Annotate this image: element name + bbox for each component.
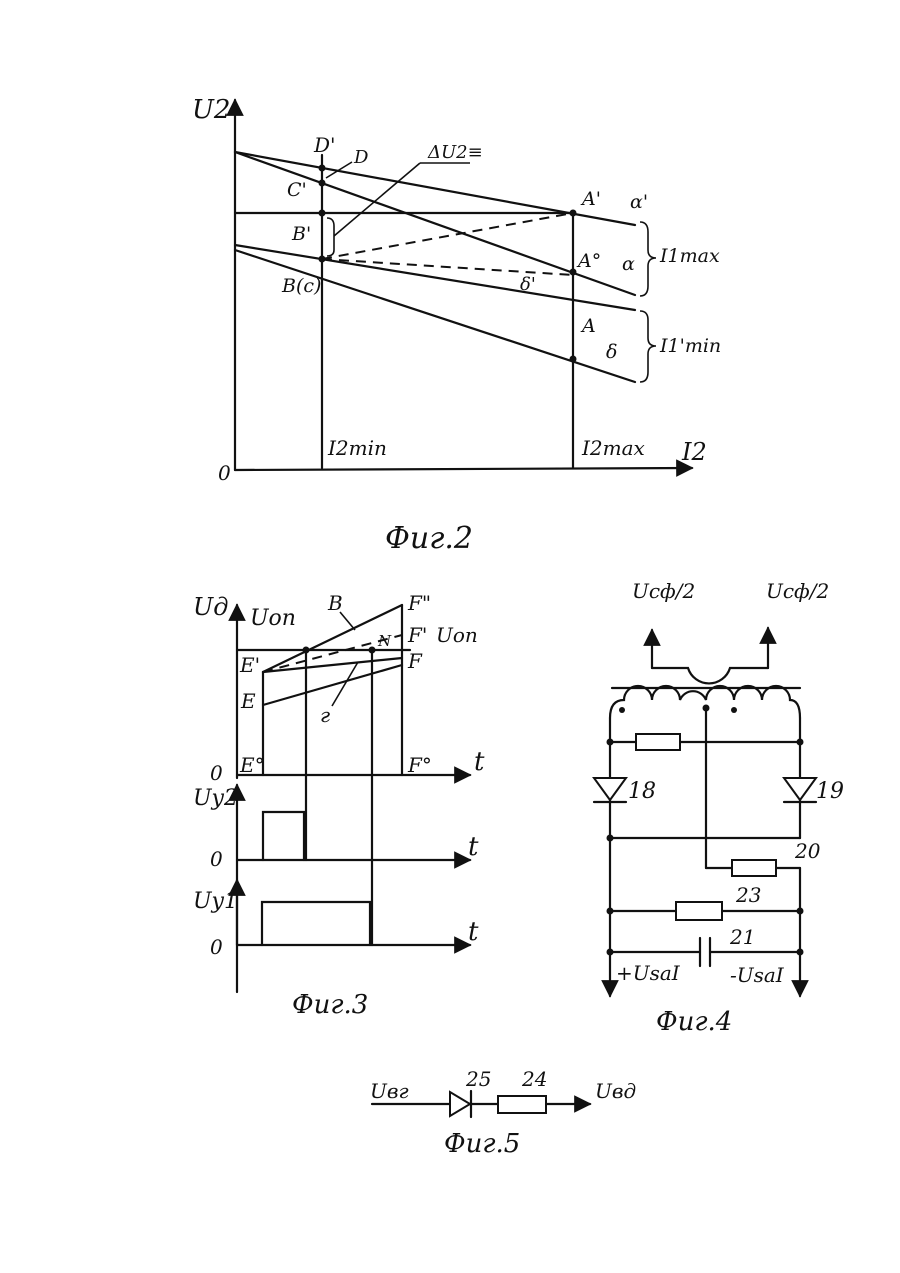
- fig2-y-axis-label: U2: [192, 95, 230, 125]
- fig4-junction: [607, 739, 614, 746]
- fig2-bracket-lower: [640, 311, 656, 382]
- fig4-label-19: 19: [816, 779, 844, 804]
- fig2-label-i2min: I2min: [327, 436, 387, 460]
- figure-3: Uд t 0 Uon B F" F' Uon F F° E' E E° N г …: [193, 591, 485, 1020]
- fig4-label-right-in: Ucф/2: [766, 579, 829, 603]
- fig5-resistor-24: [498, 1096, 546, 1113]
- fig2-point-c-prime: [319, 180, 326, 187]
- figure-2: U2 I2 0 D' D C' B' B(c) A': [192, 95, 721, 556]
- fig2-label-i2max: I2max: [581, 436, 645, 460]
- fig4-label-out-minus: -UsaI: [730, 963, 785, 987]
- fig2-point-a-prime: [570, 210, 577, 217]
- fig4-junction: [703, 705, 710, 712]
- fig3-p2-y-label: Uy2: [193, 786, 238, 811]
- fig5-caption: Фиг.5: [444, 1129, 520, 1159]
- fig3-p3-t-label: t: [468, 917, 479, 947]
- fig3-label-e0: E°: [239, 753, 265, 777]
- fig2-label-alpha-prime: α': [630, 191, 648, 213]
- fig2-label-a-deg: A°: [576, 250, 601, 272]
- fig4-junction: [607, 949, 614, 956]
- fig3-caption: Фиг.3: [292, 990, 368, 1020]
- fig2-label-i1min: I1'min: [659, 335, 721, 357]
- fig2-label-delta-b: δ': [520, 274, 536, 295]
- fig2-dashed-to-a-prime: [322, 213, 573, 259]
- fig4-junction: [797, 739, 804, 746]
- fig4-label-23: 23: [735, 883, 761, 907]
- fig3-label-f0: F°: [407, 753, 432, 777]
- fig2-delta-u-leader: [334, 163, 420, 236]
- fig4-resistor-20: [732, 860, 776, 876]
- fig3-p1-zero: 0: [210, 761, 223, 785]
- fig2-bracket-upper: [640, 222, 656, 296]
- fig3-p3-y-label: Uy1: [193, 889, 238, 914]
- fig3-label-b: B: [327, 591, 343, 615]
- fig5-diode-25: [450, 1092, 470, 1116]
- fig5-label-25: 25: [465, 1067, 491, 1091]
- fig2-label-b-prime: B': [291, 223, 311, 245]
- fig3-label-uon-right: Uon: [436, 623, 478, 647]
- fig4-caption: Фиг.4: [656, 1007, 732, 1037]
- fig3-label-f2: F": [407, 591, 431, 615]
- fig3-pulse-uy1: [262, 902, 370, 945]
- fig2-point-d: [319, 165, 326, 172]
- fig4-diode-18: [594, 778, 626, 800]
- figure-4: Ucф/2 Ucф/2 18 19 20 23: [594, 579, 844, 1037]
- fig2-point-b-c: [319, 256, 326, 263]
- fig3-p1-t-label: t: [474, 747, 485, 777]
- fig2-label-b-c: B(c): [281, 275, 321, 297]
- fig3-label-e: E: [240, 689, 256, 713]
- fig2-label-delta: δ: [606, 341, 617, 363]
- fig2-label-i1max: I1max: [659, 245, 720, 267]
- fig2-point-a: [570, 356, 577, 363]
- fig4-diode-19: [784, 778, 816, 800]
- fig2-label-alpha: α: [622, 253, 635, 275]
- fig5-label-24: 24: [521, 1067, 547, 1091]
- fig2-label-delta-u: ΔU2≡: [427, 142, 483, 163]
- fig4-label-21: 21: [729, 925, 755, 949]
- fig4-junction: [797, 949, 804, 956]
- fig3-label-n: N: [377, 632, 392, 650]
- fig3-label-f1: F': [407, 623, 427, 647]
- fig3-p1-y-label: Uд: [193, 593, 228, 621]
- fig2-origin-label: 0: [218, 461, 231, 485]
- figure-5: Uвг 25 24 Uвд Фиг.5: [370, 1067, 636, 1159]
- fig2-point-b-prime: [319, 210, 326, 217]
- fig4-polarity-dot-left: [619, 707, 625, 713]
- fig2-label-a-prime: A': [580, 188, 601, 210]
- fig4-junction: [607, 835, 614, 842]
- fig2-label-c-prime: C': [287, 179, 307, 201]
- fig2-x-axis-label: I2: [681, 438, 707, 466]
- fig3-label-g: г: [320, 703, 330, 727]
- fig3-pulse-uy2: [263, 812, 304, 860]
- fig4-primary-input: [652, 668, 768, 683]
- fig3-p2-zero: 0: [210, 847, 223, 871]
- fig2-caption: Фиг.2: [385, 521, 473, 556]
- fig2-dashed-to-a-deg: [322, 259, 573, 275]
- fig4-resistor-top: [636, 734, 680, 750]
- fig5-label-input: Uвг: [370, 1079, 409, 1103]
- fig4-label-18: 18: [628, 779, 656, 804]
- fig2-x-axis: [235, 468, 692, 470]
- fig4-polarity-dot-right: [731, 707, 737, 713]
- fig2-label-a: A: [580, 315, 596, 337]
- fig2-label-d-prime: D': [313, 133, 336, 157]
- fig4-junction: [607, 908, 614, 915]
- fig2-label-d: D: [353, 147, 369, 168]
- fig4-label-20: 20: [794, 839, 821, 863]
- fig4-label-out-plus: +UsaI: [616, 961, 681, 985]
- fig4-resistor-23: [676, 902, 722, 920]
- fig4-junction: [797, 908, 804, 915]
- fig3-p2-t-label: t: [468, 832, 479, 862]
- fig4-label-left-in: Ucф/2: [632, 579, 695, 603]
- fig3-p3-zero: 0: [210, 935, 223, 959]
- fig2-brace-delta-u: [327, 218, 334, 256]
- fig3-p1-uon-label: Uon: [250, 606, 296, 631]
- fig3-label-e-prime: E': [239, 653, 260, 677]
- fig5-label-output: Uвд: [595, 1079, 636, 1103]
- fig2-point-a-deg: [570, 269, 577, 276]
- fig3-label-f: F: [407, 649, 423, 673]
